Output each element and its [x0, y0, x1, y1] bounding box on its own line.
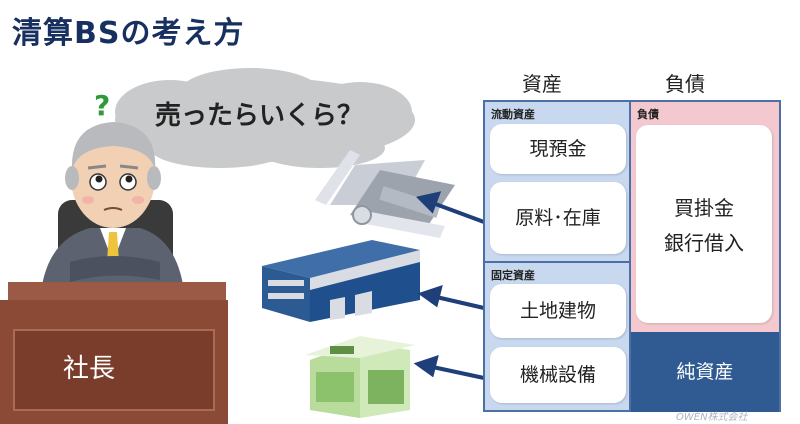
factory-building-icon: [262, 240, 420, 322]
accounts-payable-text: 買掛金: [674, 196, 734, 220]
materials-card: 原料･在庫: [490, 182, 626, 254]
equipment-card: 機械設備: [490, 347, 626, 403]
net-assets-block: 純資産: [631, 332, 779, 412]
arrows: [413, 191, 485, 380]
fixed-assets-label: 固定資産: [491, 269, 535, 282]
liabilities-label: 負債: [637, 108, 659, 121]
bank-loans-text: 銀行借入: [664, 231, 744, 255]
land-buildings-card: 土地建物: [490, 284, 626, 338]
current-assets-label: 流動資産: [491, 108, 535, 121]
liabilities-column: 負債 買掛金 銀行借入 純資産: [631, 100, 781, 412]
assets-header: 資産: [522, 72, 562, 96]
cash-card: 現預金: [490, 124, 626, 174]
assets-divider: [485, 261, 629, 263]
arrow-equipment-head: [413, 354, 439, 378]
shop-equipment-icon: [305, 336, 415, 418]
question-mark-icon: ?: [94, 89, 110, 122]
liabilities-header: 負債: [665, 72, 705, 96]
thought-bubble-text: 売ったらいくら？: [155, 101, 364, 131]
company-watermark: OWEN株式会社: [676, 412, 748, 423]
page-title: 清算BSの考え方: [12, 16, 245, 51]
arrow-materials: [429, 200, 485, 224]
arrow-materials-head: [416, 191, 442, 214]
arrow-equipment: [427, 364, 485, 380]
liabilities-card: 買掛金 銀行借入: [636, 125, 772, 323]
liabilities-area: 負債 買掛金 銀行借入: [631, 102, 779, 332]
desk-nameplate: 社長: [62, 354, 115, 384]
assets-column: 流動資産 現預金 原料･在庫 固定資産 土地建物 機械設備: [483, 100, 631, 412]
desk: [0, 282, 228, 424]
steel-beams-icon: [315, 150, 455, 238]
arrow-land-head: [417, 284, 443, 308]
arrow-land: [431, 294, 485, 310]
